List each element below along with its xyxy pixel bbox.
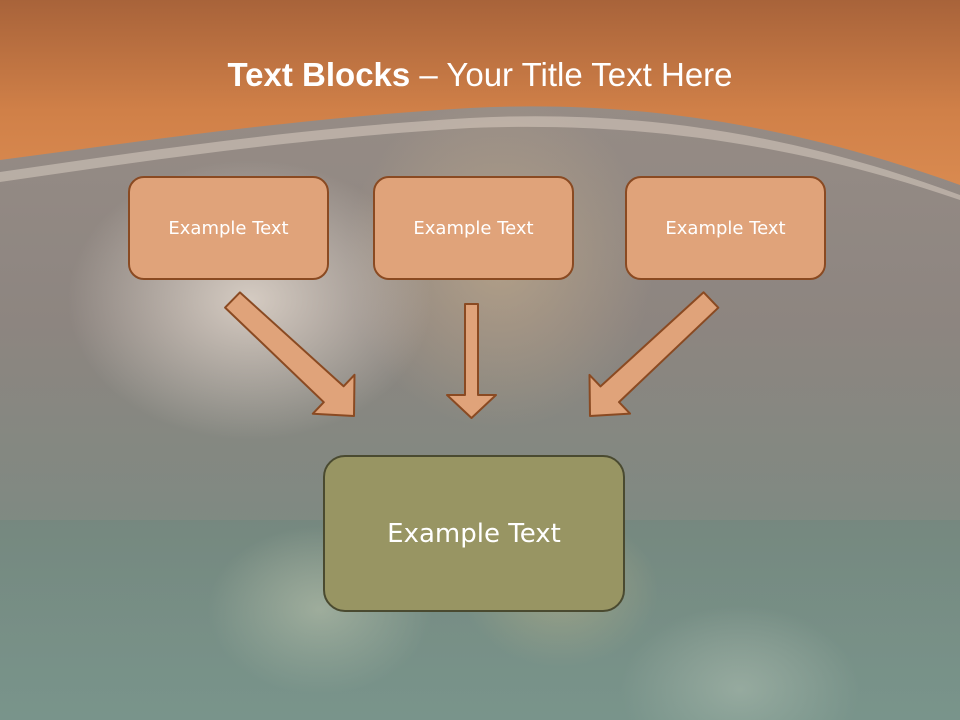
header-band [0, 0, 960, 200]
text-box-left[interactable]: Example Text [128, 176, 329, 280]
text-box-center[interactable]: Example Text [323, 455, 625, 612]
arrow-right [588, 291, 720, 417]
arrow-center [446, 303, 497, 419]
title-rest: Your Title Text Here [446, 56, 733, 93]
arrow-left [224, 291, 356, 417]
title-dash: – [410, 56, 447, 93]
text-box-right[interactable]: Example Text [625, 176, 826, 280]
slide-title: Text Blocks – Your Title Text Here [0, 56, 960, 94]
text-box-middle[interactable]: Example Text [373, 176, 574, 280]
title-bold: Text Blocks [227, 56, 411, 93]
